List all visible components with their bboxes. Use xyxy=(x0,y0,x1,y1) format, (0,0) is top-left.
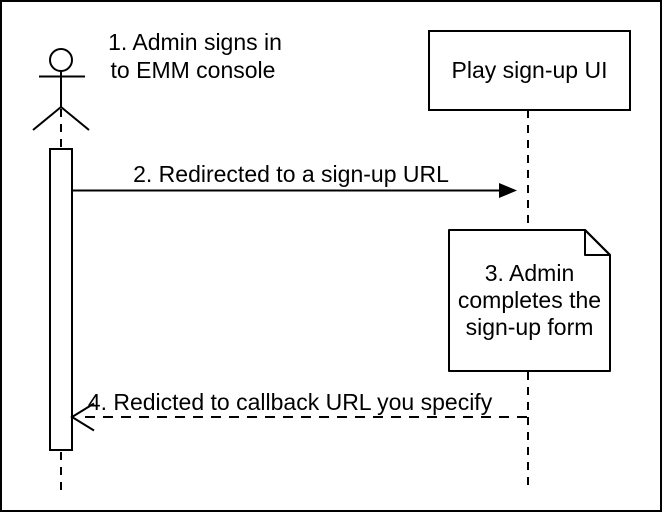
note-fold-icon xyxy=(584,229,611,256)
step1-label-line2: to EMM console xyxy=(111,57,276,83)
note-shape: 3. Admin completes the sign-up form xyxy=(448,229,611,372)
step1-label-line1: 1. Admin signs in xyxy=(108,29,282,55)
message2-label: 2. Redirected to a sign-up URL xyxy=(133,161,449,187)
note-label-line3: sign-up form xyxy=(466,314,594,340)
participant-label: Play sign-up UI xyxy=(452,57,608,83)
actor-head xyxy=(49,48,73,72)
actor-leg-left xyxy=(32,106,62,131)
note-body xyxy=(448,229,611,372)
actor-figure xyxy=(32,48,90,131)
message2-arrowhead-icon xyxy=(499,183,517,198)
activation-bar xyxy=(49,148,73,451)
message4-label: 4. Redicted to callback URL you specify xyxy=(88,389,493,415)
note-label-line2: completes the xyxy=(458,287,601,313)
participant-box xyxy=(428,30,631,111)
message4-arrowhead-icon xyxy=(70,402,95,432)
actor-leg-right xyxy=(60,106,90,131)
note-label-line1: 3. Admin xyxy=(485,260,575,286)
